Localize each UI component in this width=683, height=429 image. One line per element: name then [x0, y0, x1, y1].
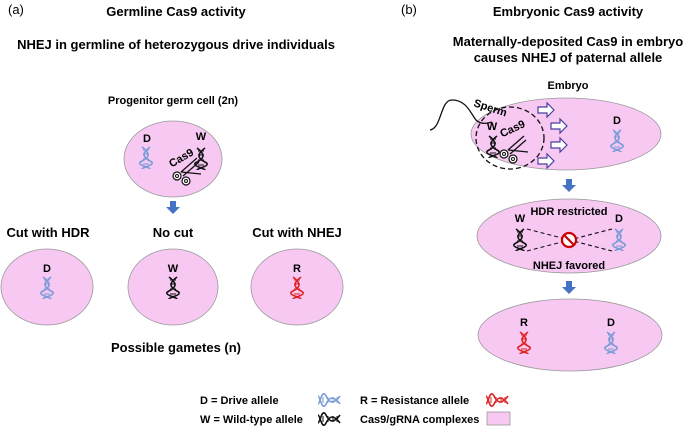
gametes-label: Possible gametes (n) — [111, 340, 241, 355]
hdr-restricted-label: HDR restricted — [530, 206, 607, 218]
down-arrow-icon — [562, 179, 576, 192]
panel-a-tag: (a) — [8, 2, 24, 17]
mid-w-label: W — [515, 213, 526, 225]
legend-resistance-label: R = Resistance allele — [360, 395, 469, 407]
outcome-hdr-title: Cut with HDR — [6, 225, 90, 240]
outcome-nhej-title: Cut with NHEJ — [252, 225, 342, 240]
legend-wild-label: W = Wild-type allele — [200, 414, 303, 426]
final-embryo-cell: R D — [477, 298, 663, 372]
outcome-nocut-title: No cut — [153, 225, 194, 240]
down-arrow-icon — [562, 281, 576, 294]
legend-complex-swatch — [486, 411, 511, 426]
panel-b-subtitle-1: Maternally-deposited Cas9 in embryo — [453, 34, 683, 49]
progenitor-w-label: W — [196, 131, 207, 143]
panel-a-subtitle: NHEJ in germline of heterozygous drive i… — [17, 37, 335, 52]
gamete-nocut-allele: W — [168, 263, 179, 275]
progenitor-cell: D W Cas9 — [123, 120, 223, 198]
sperm-tail — [429, 99, 493, 131]
hdr-restricted-cell: HDR restricted NHEJ favored W D — [476, 198, 662, 274]
progenitor-d-label: D — [143, 133, 151, 145]
embryo-cell: Sperm W Cas9 D — [429, 97, 662, 171]
down-arrow-icon — [166, 201, 180, 214]
nhej-favored-label: NHEJ favored — [533, 260, 605, 272]
embryo-d-label: D — [613, 115, 621, 127]
mid-d-label: D — [615, 213, 623, 225]
sperm-nucleus — [475, 106, 545, 170]
panel-b-tag: (b) — [401, 2, 417, 17]
legend-drive-label: D = Drive allele — [200, 395, 279, 407]
gamete-cell-nhej: R — [250, 248, 344, 326]
resistance-dna-icon — [485, 392, 509, 408]
panel-b-subtitle-2: causes NHEJ of paternal allele — [474, 50, 663, 65]
panel-a-title: Germline Cas9 activity — [106, 4, 246, 19]
gamete-cell-hdr: D — [0, 248, 94, 326]
final-r-label: R — [520, 317, 528, 329]
drive-dna-icon — [317, 392, 341, 408]
gamete-cell-nocut: W — [127, 248, 219, 326]
embryo-label: Embryo — [548, 80, 589, 92]
wild-type-dna-icon — [317, 411, 341, 427]
progenitor-label: Progenitor germ cell (2n) — [108, 95, 239, 107]
legend-complex-label: Cas9/gRNA complexes — [360, 414, 479, 426]
gamete-nhej-allele: R — [293, 263, 301, 275]
prohibited-icon — [560, 231, 578, 249]
legend: D = Drive allele W = Wild-type allele R … — [200, 392, 511, 427]
panel-b-title: Embryonic Cas9 activity — [493, 4, 644, 19]
gamete-hdr-allele: D — [43, 263, 51, 275]
final-d-label: D — [607, 317, 615, 329]
embryo-w-label: W — [487, 121, 498, 133]
